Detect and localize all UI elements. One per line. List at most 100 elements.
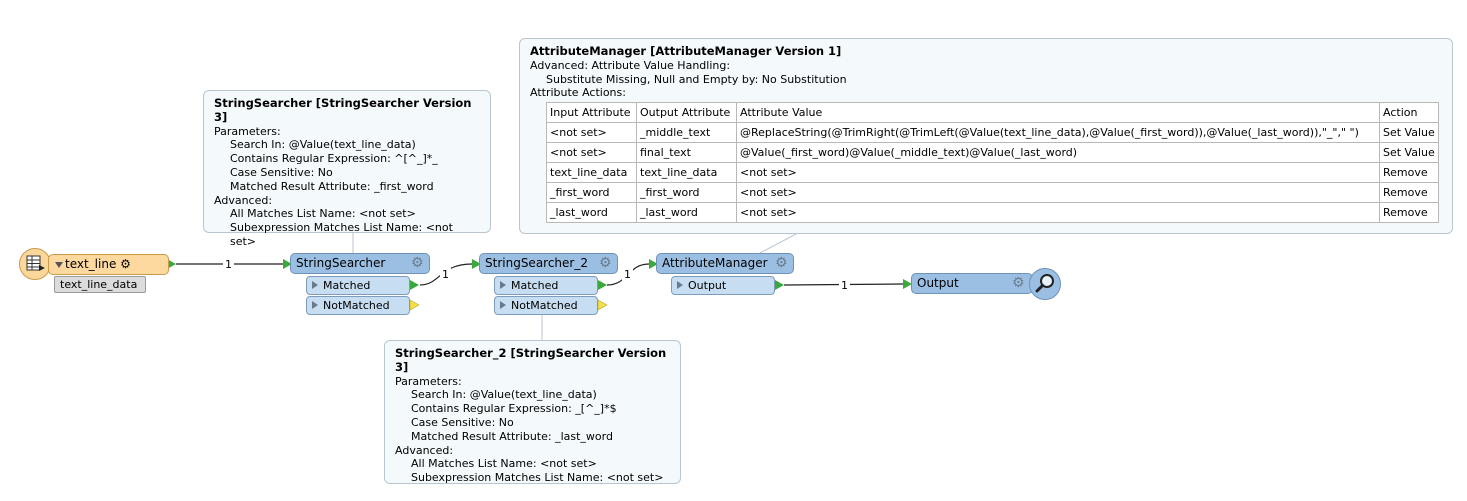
annotation-line: Advanced: — [395, 443, 454, 457]
annotation-line: Subexpression Matches List Name: <not se… — [230, 221, 453, 248]
table-cell: _first_word — [636, 182, 737, 204]
table-cell: Remove — [1379, 162, 1439, 184]
port-triangle-icon — [312, 281, 318, 289]
port-triangle-icon — [312, 301, 318, 309]
stringsearcher-2-annotation: StringSearcher_2 [StringSearcher Version… — [384, 340, 681, 484]
table-cell: <not set> — [736, 202, 1380, 224]
table-cell: _last_word — [636, 202, 737, 224]
table-cell: <not set> — [546, 142, 637, 164]
gear-icon[interactable]: ⚙ — [775, 255, 788, 271]
table-cell: @Value(_first_word)@Value(_middle_text)@… — [736, 142, 1380, 164]
table-cell: Set Value — [1379, 122, 1439, 144]
table-row: text_line_data text_line_data <not set> … — [546, 162, 1439, 184]
inspector-magnifier-icon[interactable] — [1029, 268, 1061, 300]
connection-count-label: 1 — [223, 258, 234, 271]
table-cell: _middle_text — [636, 122, 737, 144]
table-cell: <not set> — [546, 122, 637, 144]
search-icon — [1035, 274, 1054, 293]
gear-icon[interactable]: ⚙ — [411, 255, 424, 271]
port-triangle-icon — [500, 281, 506, 289]
annotation-line: Case Sensitive: No — [230, 165, 333, 179]
column-header: Action — [1379, 102, 1439, 124]
input-port-arrow[interactable] — [903, 279, 912, 289]
output-port-arrow[interactable] — [167, 259, 176, 269]
annotation-line: Contains Regular Expression: ^[^_]*_ — [230, 152, 438, 166]
port-label: NotMatched — [323, 299, 390, 312]
attributemanager-node[interactable]: AttributeManager ⚙ — [656, 253, 794, 274]
annotation-line: Contains Regular Expression: _[^_]*$ — [411, 402, 617, 416]
port-triangle-icon — [500, 301, 506, 309]
stringsearcher-2-node[interactable]: StringSearcher_2 ⚙ — [479, 253, 618, 274]
port-matched[interactable]: Matched — [306, 276, 410, 295]
table-row: <not set> final_text @Value(_first_word)… — [546, 142, 1439, 164]
gear-icon[interactable]: ⚙ — [120, 257, 131, 271]
table-row: _first_word _first_word <not set> Remove — [546, 182, 1439, 204]
node-label: StringSearcher — [296, 256, 386, 270]
output-port-arrow[interactable] — [409, 299, 420, 311]
table-cell: text_line_data — [546, 162, 637, 184]
annotation-line: Search In: @Value(text_line_data) — [411, 388, 597, 402]
input-port-arrow[interactable] — [649, 259, 658, 269]
node-label: AttributeManager — [662, 256, 768, 270]
annotation-line: Attribute Actions: — [530, 86, 626, 100]
connection-count-label: 1 — [440, 268, 451, 281]
port-triangle-icon — [677, 281, 683, 289]
node-label: StringSearcher_2 — [485, 256, 588, 270]
table-cell: Remove — [1379, 182, 1439, 204]
node-label: text_line — [65, 257, 117, 271]
output-port-arrow[interactable] — [597, 299, 608, 311]
connection-count-label: 1 — [622, 268, 633, 281]
table-cell: text_line_data — [636, 162, 737, 184]
column-header: Attribute Value — [736, 102, 1380, 124]
annotation-title: StringSearcher_2 [StringSearcher Version… — [395, 346, 667, 374]
gear-icon[interactable]: ⚙ — [599, 255, 612, 271]
table-cell: _last_word — [546, 202, 637, 224]
port-label: NotMatched — [511, 299, 578, 312]
output-port-arrow[interactable] — [410, 280, 419, 290]
annotation-line: Subexpression Matches List Name: <not se… — [411, 471, 664, 485]
annotation-line: All Matches List Name: <not set> — [411, 457, 597, 471]
stringsearcher-node[interactable]: StringSearcher ⚙ — [290, 253, 430, 274]
annotation-line: All Matches List Name: <not set> — [230, 207, 416, 221]
annotation-line: Advanced: — [214, 193, 273, 207]
annotation-line: Matched Result Attribute: _last_word — [411, 429, 613, 443]
collapse-triangle-icon[interactable] — [55, 262, 63, 268]
table-cell: Remove — [1379, 202, 1439, 224]
annotation-line: Matched Result Attribute: _first_word — [230, 179, 434, 193]
input-port-arrow[interactable] — [472, 259, 481, 269]
table-cell: final_text — [636, 142, 737, 164]
table-cell: <not set> — [736, 182, 1380, 204]
table-icon — [26, 255, 45, 271]
annotation-line: Case Sensitive: No — [411, 415, 514, 429]
annotation-pointer — [759, 232, 799, 254]
output-node[interactable]: Output ⚙ — [911, 273, 1033, 294]
port-label: Output — [688, 279, 727, 292]
annotation-line: Parameters: — [214, 124, 281, 138]
reader-icon[interactable] — [19, 248, 51, 280]
port-label: Matched — [323, 279, 371, 292]
stringsearcher-annotation: StringSearcher [StringSearcher Version 3… — [203, 90, 491, 248]
output-port-arrow[interactable] — [598, 280, 607, 290]
port-notmatched[interactable]: NotMatched — [494, 296, 598, 315]
connection-count-label: 1 — [839, 279, 850, 292]
annotation-title: AttributeManager [AttributeManager Versi… — [530, 44, 842, 58]
annotation-line: Substitute Missing, Null and Empty by: N… — [546, 72, 847, 86]
attributemanager-annotation: AttributeManager [AttributeManager Versi… — [519, 38, 1453, 234]
table-row: <not set> _middle_text @ReplaceString(@T… — [546, 122, 1439, 144]
reader-node-text-line[interactable]: text_line ⚙ — [48, 254, 169, 275]
table-cell: Set Value — [1379, 142, 1439, 164]
output-port-arrow[interactable] — [775, 280, 784, 290]
gear-icon[interactable]: ⚙ — [1012, 275, 1025, 291]
attribute-actions-table: Input Attribute Output Attribute Attribu… — [546, 102, 1439, 224]
input-port-arrow[interactable] — [283, 259, 292, 269]
port-matched[interactable]: Matched — [494, 276, 598, 295]
annotation-line: Search In: @Value(text_line_data) — [230, 138, 416, 152]
column-header: Output Attribute — [636, 102, 737, 124]
port-label: Matched — [511, 279, 559, 292]
port-notmatched[interactable]: NotMatched — [306, 296, 410, 315]
annotation-line: Parameters: — [395, 374, 462, 388]
node-label: Output — [917, 276, 959, 290]
port-output[interactable]: Output — [671, 276, 775, 295]
table-cell: @ReplaceString(@TrimRight(@TrimLeft(@Val… — [736, 122, 1380, 144]
column-header: Input Attribute — [546, 102, 637, 124]
